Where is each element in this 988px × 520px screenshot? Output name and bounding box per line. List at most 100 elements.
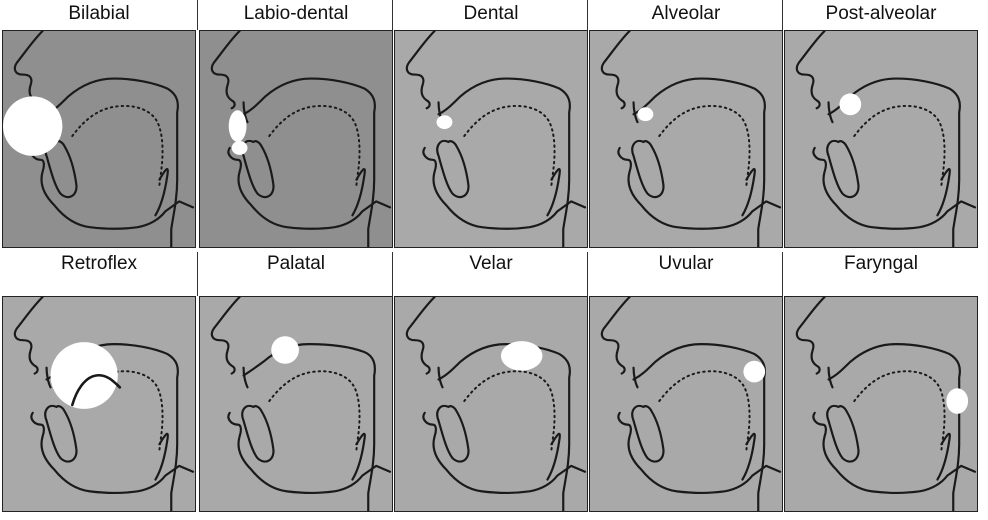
lower-lip-contour (31, 413, 193, 493)
place-highlight (501, 341, 543, 370)
palate-roof (634, 79, 765, 247)
upper-face-contour (797, 297, 825, 374)
place-highlight-secondary (232, 141, 248, 155)
vocal-tract-outline (212, 297, 390, 511)
upper-face-contour (407, 31, 435, 108)
epiglottis (937, 434, 949, 480)
vocal-tract-outline (797, 31, 975, 247)
lower-lip-contour (228, 413, 390, 493)
header-divider (782, 0, 783, 30)
panel-label: Dental (394, 4, 588, 24)
lower-lip-contour (813, 413, 975, 493)
tongue-body-dotted (464, 106, 554, 186)
tongue-body-dotted (854, 106, 944, 186)
lower-lip-contour (423, 148, 585, 229)
panel-palatal: Palatal (199, 252, 393, 512)
tongue-body-dotted (72, 106, 162, 186)
lower-lip-contour (228, 148, 390, 229)
articulation-diagram (784, 30, 978, 248)
vocal-tract-svg (395, 31, 587, 247)
epiglottis (155, 169, 167, 215)
panel-label: Velar (394, 254, 588, 274)
panel-dental: Dental (394, 4, 588, 248)
tongue-tip-loop (45, 406, 76, 462)
articulation-diagram (589, 296, 783, 512)
vocal-tract-svg (785, 297, 977, 511)
epiglottis (937, 169, 949, 215)
panel-labio-dental: Labio-dental (199, 4, 393, 248)
vocal-tract-outline (602, 297, 780, 511)
upper-face-contour (407, 297, 435, 374)
panel-label: Bilabial (2, 4, 196, 24)
articulation-diagram (589, 30, 783, 248)
upper-face-contour (15, 297, 43, 374)
header-divider (587, 252, 588, 296)
vocal-tract-svg (3, 31, 195, 247)
epiglottis (742, 434, 754, 480)
lower-lip-contour (423, 413, 585, 493)
vocal-tract-svg (200, 297, 392, 511)
place-highlight (638, 107, 654, 121)
tongue-body-dotted (269, 106, 359, 186)
vocal-tract-svg (200, 31, 392, 247)
vocal-tract-svg (785, 31, 977, 247)
articulation-diagram (2, 296, 196, 512)
vocal-tract-outline (602, 31, 780, 247)
vocal-tract-outline (407, 297, 585, 511)
vocal-tract-svg (3, 297, 195, 511)
lower-lip-contour (618, 148, 780, 229)
panel-label: Uvular (589, 254, 783, 274)
place-highlight (51, 342, 118, 409)
place-highlight (229, 110, 247, 142)
articulation-diagram (784, 296, 978, 512)
palate-roof (439, 79, 570, 247)
upper-teeth (244, 368, 248, 388)
tongue-tip-loop (242, 406, 273, 462)
epiglottis (155, 434, 167, 480)
tongue-body-dotted (854, 371, 944, 450)
epiglottis (352, 434, 364, 480)
panel-label: Alveolar (589, 4, 783, 24)
panel-label: Labio-dental (199, 4, 393, 24)
lower-lip-contour (31, 148, 193, 229)
place-highlight-secondary (31, 141, 47, 155)
panel-faryngal: Faryngal (784, 252, 978, 512)
panel-label: Post-alveolar (784, 4, 978, 24)
place-highlight (743, 361, 765, 383)
tongue-body-dotted (659, 371, 749, 450)
tongue-tip-loop (437, 406, 468, 462)
palate-roof (829, 344, 960, 511)
tongue-body-dotted (659, 106, 749, 186)
articulation-diagram (394, 30, 588, 248)
articulation-diagram (199, 296, 393, 512)
place-highlight (437, 115, 453, 129)
vocal-tract-svg (590, 297, 782, 511)
palate-roof (47, 79, 178, 247)
panel-post-alveolar: Post-alveolar (784, 4, 978, 248)
panel-alveolar: Alveolar (589, 4, 783, 248)
epiglottis (547, 169, 559, 215)
epiglottis (547, 434, 559, 480)
header-divider (392, 252, 393, 296)
header-divider (197, 252, 198, 296)
header-divider (782, 252, 783, 296)
tongue-tip-loop (632, 406, 663, 462)
epiglottis (742, 169, 754, 215)
upper-face-contour (212, 297, 240, 374)
place-highlight (271, 336, 299, 363)
articulation-diagram (394, 296, 588, 512)
epiglottis (352, 169, 364, 215)
vocal-tract-svg (395, 297, 587, 511)
articulation-diagram (2, 30, 196, 248)
tongue-body-dotted (464, 371, 554, 450)
palate-roof (439, 344, 570, 511)
lower-lip-contour (618, 413, 780, 493)
tongue-tip-loop (827, 406, 858, 462)
header-divider (197, 0, 198, 30)
vocal-tract-outline (407, 31, 585, 247)
panel-label: Retroflex (2, 254, 196, 274)
palate-roof (244, 344, 375, 511)
header-divider (587, 0, 588, 30)
upper-face-contour (212, 31, 240, 108)
